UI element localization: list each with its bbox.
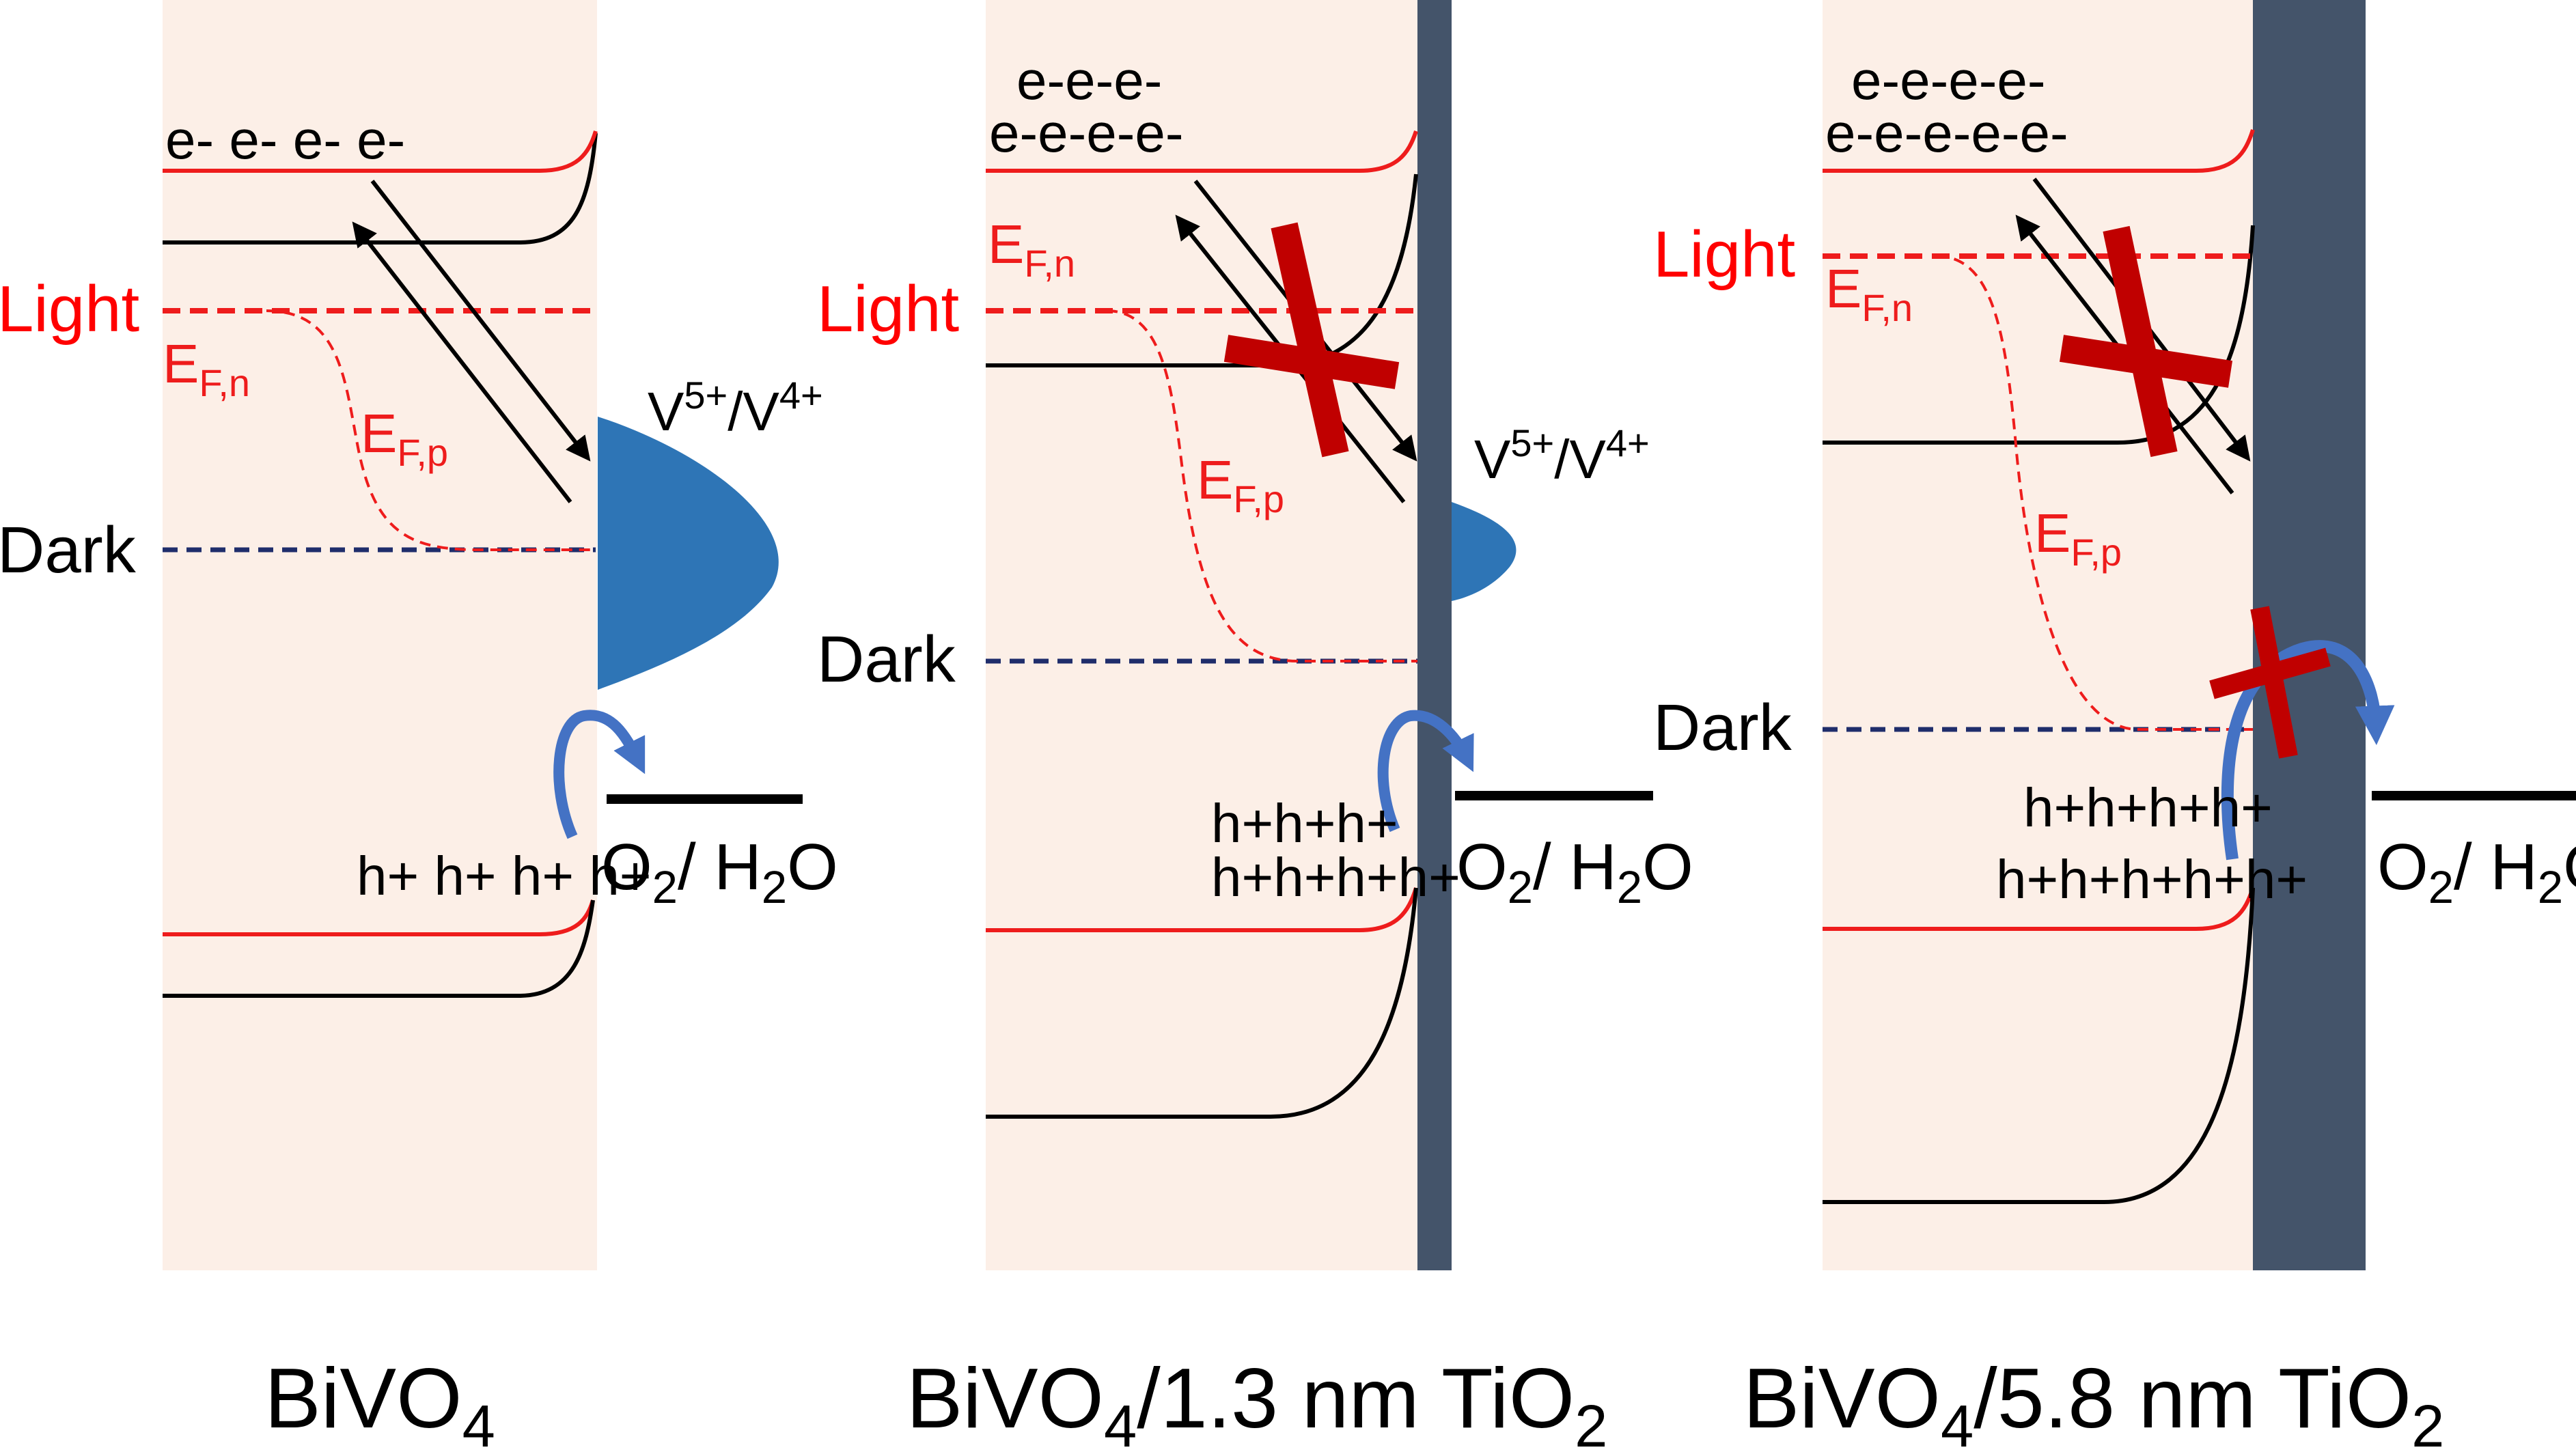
conduction-band-edge-light: [163, 130, 598, 173]
surface-states-label: V5+/V4+: [648, 374, 823, 442]
light-label: Light: [1653, 218, 1795, 291]
panel-caption: BiVO4/5.8 nm TiO2: [1743, 1352, 2445, 1452]
semiconductor-region: [1823, 0, 2253, 1270]
efn-label: EF,n: [163, 333, 250, 404]
electron-return-arrow: [352, 221, 572, 503]
light-label: Light: [0, 273, 139, 346]
hole-transfer-arrow: [1377, 710, 1474, 833]
panel-caption: BiVO4: [264, 1352, 495, 1452]
semiconductor-region: [163, 0, 597, 1270]
redox-couple-label: O2/ H2O: [601, 830, 838, 913]
efp-label: EF,p: [361, 403, 448, 474]
conduction-band-edge-light: [986, 130, 1418, 173]
red-cross-icon: [2209, 606, 2331, 759]
panel-caption: BiVO4/1.3 nm TiO2: [906, 1352, 1608, 1452]
panel-bivo4-tio2-1p3: Light Dark EF,n EF,p e-e-e- e-e-e-e- h+h…: [817, 0, 1693, 1452]
hole-quasi-fermi-level: [1936, 255, 2253, 731]
electrons-label: e- e- e- e-: [165, 109, 405, 170]
holes-label: h+h+h+: [1211, 793, 1398, 854]
panel-bivo4-tio2-5p8: Light Dark EF,n EF,p e-e-e-e- e-e-e-e-e-…: [1653, 0, 2576, 1452]
valence-band-edge-dark: [163, 899, 595, 998]
electron-recombination-arrow: [370, 180, 591, 462]
valence-band-edge-dark: [1823, 887, 2255, 1204]
efp-label: EF,p: [1197, 449, 1284, 520]
tio2-layer: [1417, 0, 1452, 1270]
valence-band-edge-dark: [986, 887, 1418, 1119]
hole-transfer-arrow: [2221, 640, 2395, 861]
valence-band-edge-light: [1823, 887, 2255, 931]
conduction-band-edge-dark: [1823, 225, 2255, 445]
panel-bivo4: Light Dark EF,n EF,p e- e- e- e- h+ h+ h…: [0, 0, 838, 1452]
electrons-label: e-e-e-e-e-: [1825, 102, 2068, 163]
semiconductor-region: [986, 0, 1417, 1270]
light-label: Light: [817, 273, 959, 346]
electrons-label: e-e-e-e-: [1851, 50, 2046, 111]
efn-label: EF,n: [988, 214, 1075, 285]
hole-quasi-fermi-level: [266, 309, 596, 551]
valence-band-edge-light: [986, 887, 1418, 932]
dark-label: Dark: [817, 623, 956, 696]
holes-label: h+h+h+h+h+: [1996, 849, 2308, 910]
electrons-label: e-e-e-: [1016, 50, 1162, 111]
redox-couple-label: O2/ H2O: [1456, 830, 1693, 913]
conduction-band-edge-dark: [163, 132, 598, 245]
hole-quasi-fermi-level: [1106, 309, 1417, 662]
red-cross-icon: [1223, 222, 1400, 458]
surface-state-distribution: [598, 417, 779, 690]
hole-transfer-arrow: [553, 710, 646, 839]
holes-label: h+h+h+h+: [1211, 847, 1460, 908]
surface-state-distribution: [1452, 502, 1516, 601]
red-cross-icon: [2059, 225, 2233, 458]
efn-label: EF,n: [1825, 258, 1913, 329]
dark-label: Dark: [0, 514, 137, 587]
conduction-band-edge-light: [1823, 129, 2255, 173]
holes-label: h+ h+ h+ h+: [357, 846, 652, 906]
dark-label: Dark: [1653, 691, 1792, 764]
electrons-label: e-e-e-e-: [989, 102, 1184, 163]
surface-states-label: V5+/V4+: [1474, 421, 1650, 490]
redox-couple-label: O2/ H2O: [2377, 830, 2576, 913]
holes-label: h+h+h+h+: [2023, 777, 2273, 838]
efp-label: EF,p: [2034, 503, 2122, 574]
